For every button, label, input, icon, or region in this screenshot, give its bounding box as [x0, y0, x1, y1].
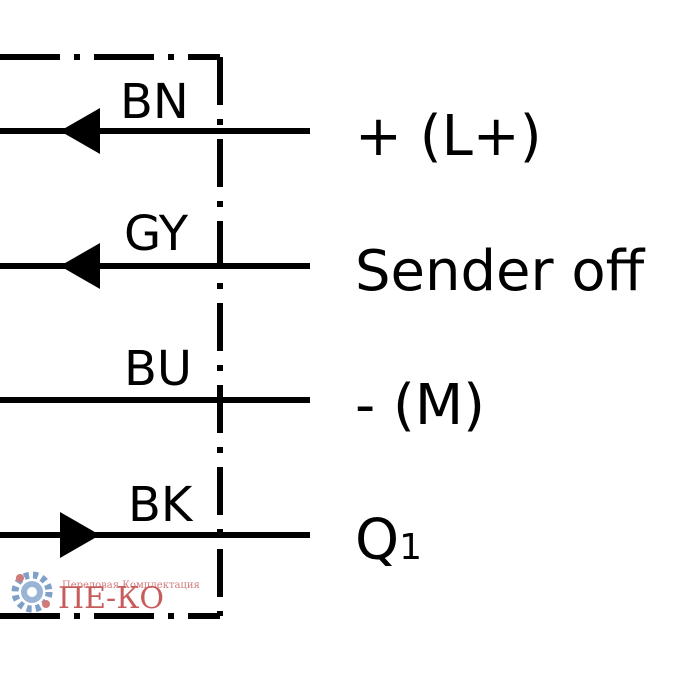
- arrow-left-icon: [60, 108, 100, 154]
- watermark: Передовая Комплектация ПЕ-КО: [11, 571, 200, 616]
- watermark-tagline: Передовая Комплектация: [62, 580, 200, 591]
- housing-outline: [0, 54, 223, 619]
- wire-color-code: GY: [124, 206, 189, 262]
- arrow-right-icon: [60, 512, 100, 558]
- terminal-label: + (L+): [355, 104, 542, 169]
- wire-bk: BK Q1: [0, 477, 422, 573]
- terminal-subscript: 1: [399, 527, 422, 568]
- wire-gy: GY Sender off: [0, 206, 646, 304]
- terminal-label: Sender off: [355, 239, 646, 304]
- terminal-main: Q: [355, 508, 399, 573]
- arrow-left-icon: [60, 243, 100, 289]
- gear-icon: [11, 571, 53, 613]
- wire-color-code: BU: [124, 341, 192, 397]
- terminal-label: Q1: [355, 508, 422, 573]
- wire-color-code: BN: [120, 74, 189, 130]
- wire-color-code: BK: [128, 477, 194, 533]
- wire-bu: BU - (M): [0, 341, 485, 438]
- terminal-label: - (M): [355, 373, 485, 438]
- watermark-brand: ПЕ-КО: [58, 581, 164, 616]
- wire-bn: BN + (L+): [0, 74, 542, 169]
